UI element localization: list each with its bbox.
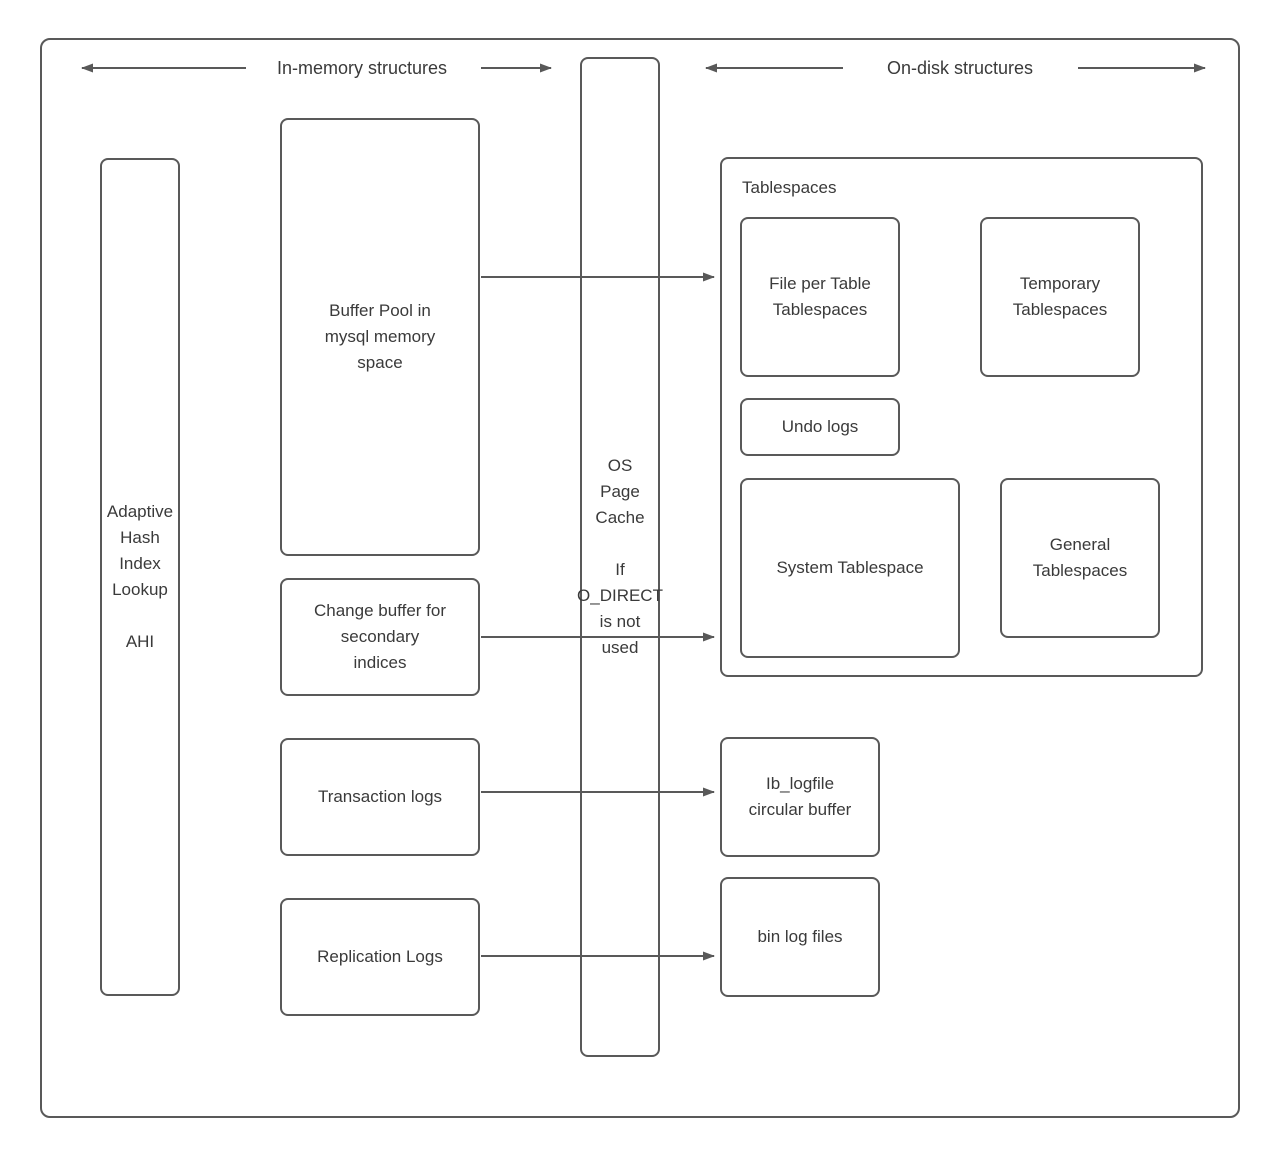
- transaction-logs-node: Transaction logs: [280, 738, 480, 856]
- replication-logs-node: Replication Logs: [280, 898, 480, 1016]
- diagram-outer-frame: [40, 38, 1240, 1118]
- general-tablespaces-node: General Tablespaces: [1000, 478, 1160, 638]
- file-per-table-tablespaces-node: File per Table Tablespaces: [740, 217, 900, 377]
- system-tablespace-node: System Tablespace: [740, 478, 960, 658]
- os-page-cache-node: OS Page Cache If O_DIRECT is not used: [577, 57, 663, 1057]
- undo-logs-node: Undo logs: [740, 398, 900, 456]
- adaptive-hash-index-node: Adaptive Hash Index Lookup AHI: [100, 158, 180, 996]
- ib-logfile-node: Ib_logfile circular buffer: [720, 737, 880, 857]
- in-memory-structures-label: In-memory structures: [276, 58, 448, 78]
- change-buffer-node: Change buffer for secondary indices: [280, 578, 480, 696]
- tablespaces-title: Tablespaces: [742, 178, 837, 197]
- buffer-pool-node: Buffer Pool in mysql memory space: [280, 118, 480, 556]
- tablespaces-container: Tablespaces File per Table Tablespaces T…: [720, 157, 1203, 677]
- on-disk-structures-label: On-disk structures: [886, 58, 1034, 78]
- bin-log-files-node: bin log files: [720, 877, 880, 997]
- temporary-tablespaces-node: Temporary Tablespaces: [980, 217, 1140, 377]
